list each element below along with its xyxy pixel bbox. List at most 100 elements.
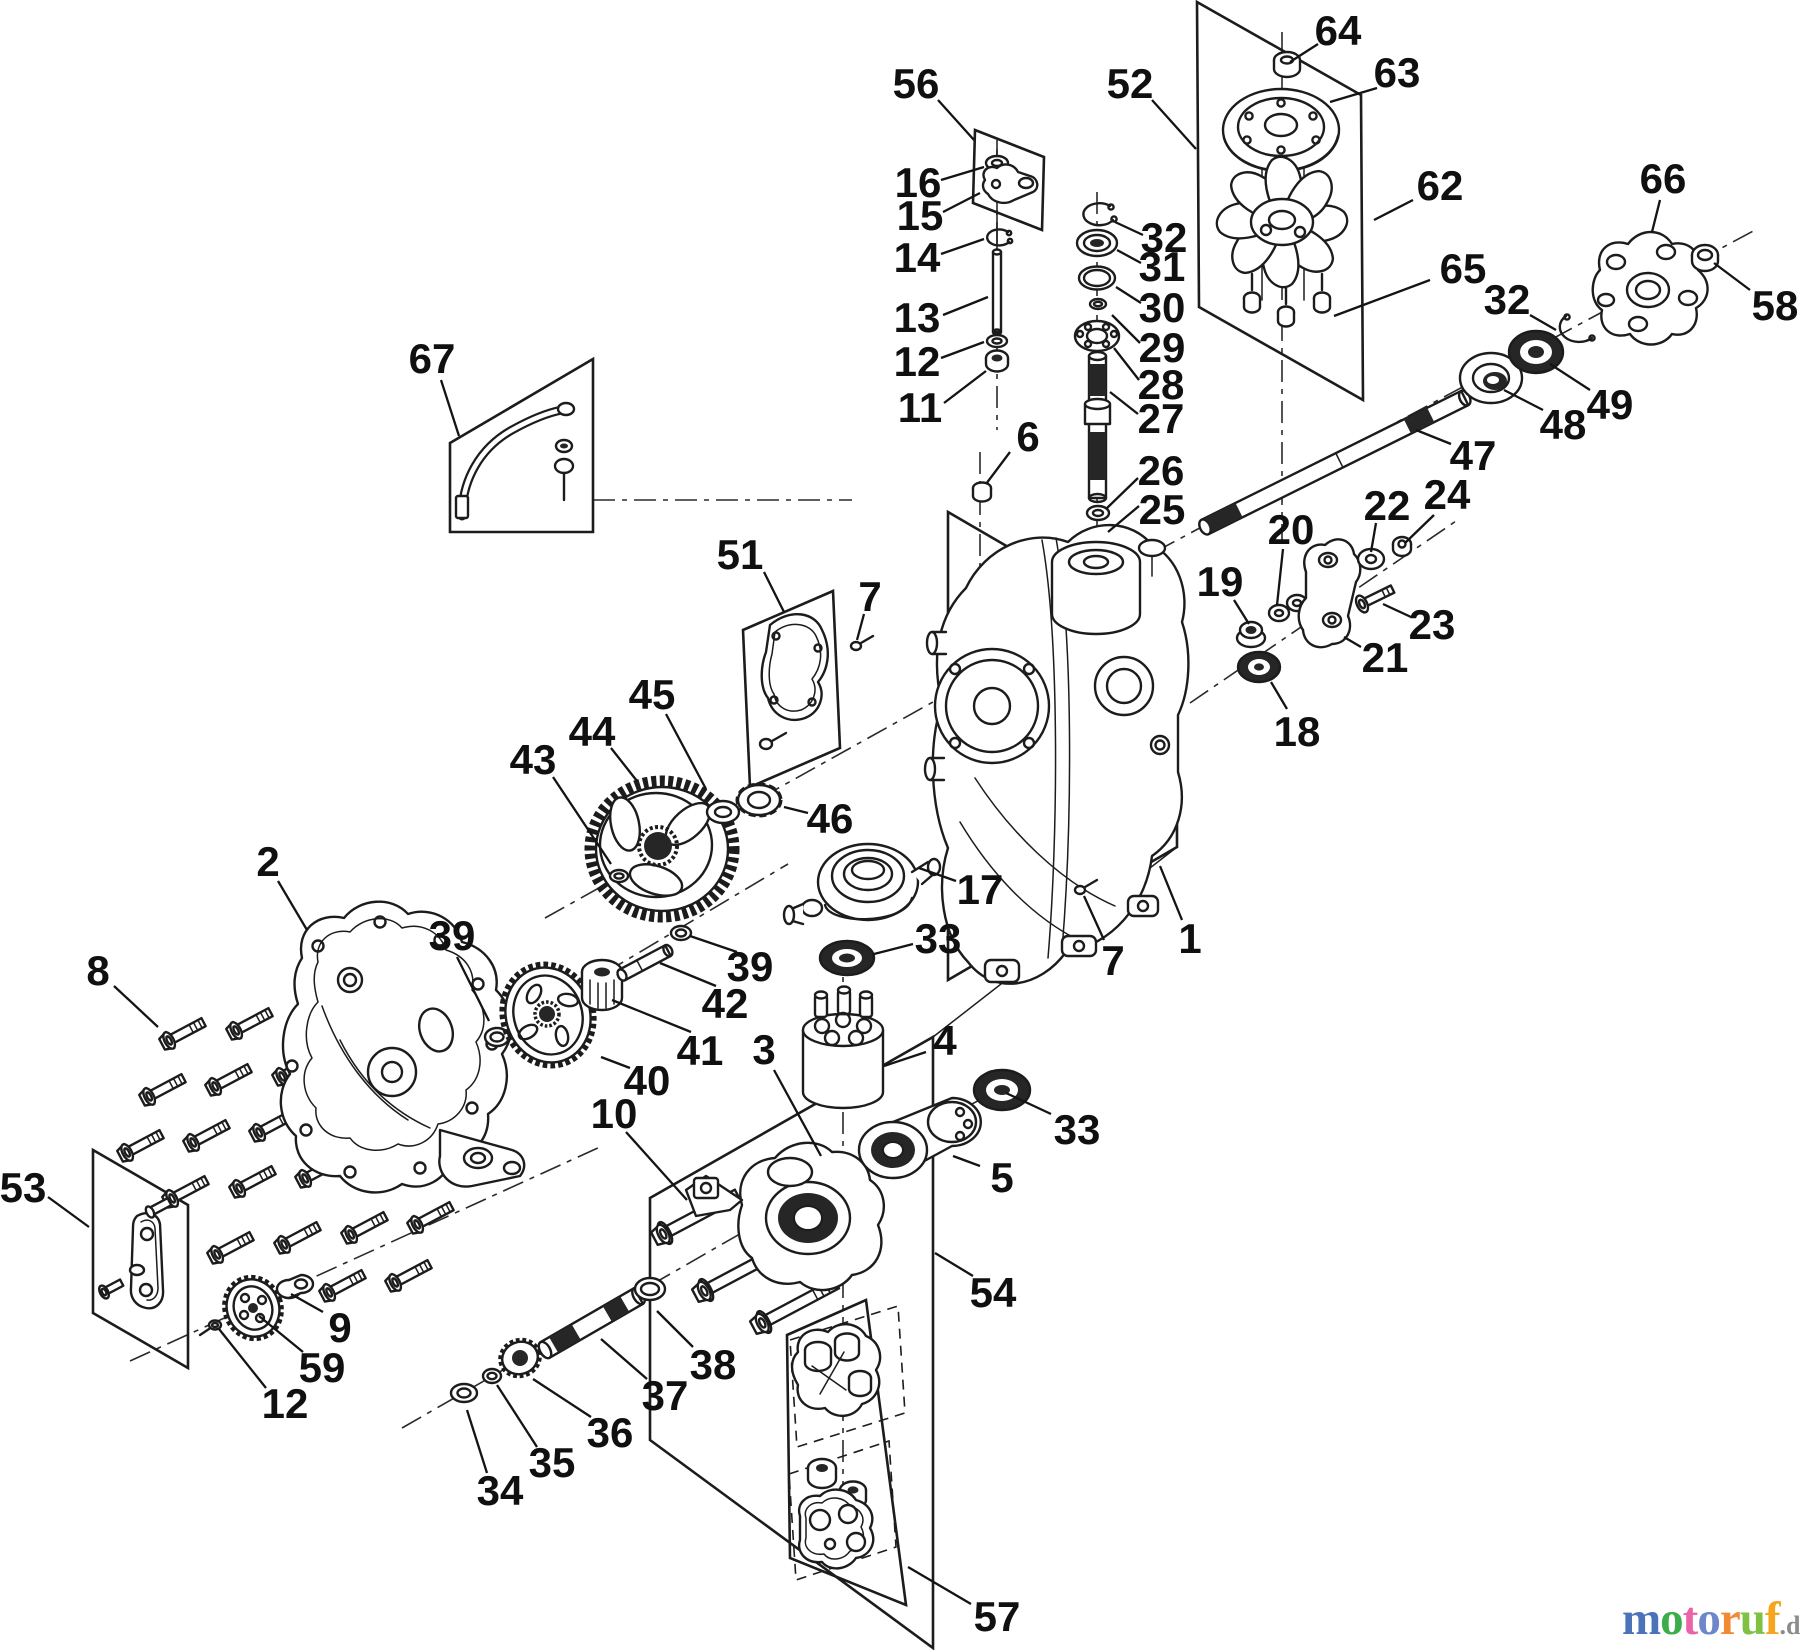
part-label-53: 53 xyxy=(0,1164,46,1211)
part-32-retaining-ring xyxy=(1082,202,1118,227)
leader-line-44 xyxy=(610,747,638,782)
logo-letter: o xyxy=(1697,1593,1720,1645)
part-12-washer xyxy=(985,333,1009,349)
part-33-seal xyxy=(972,1068,1032,1112)
motoruf-logo-suffix: .de xyxy=(1779,1611,1800,1640)
part-label-67: 67 xyxy=(409,335,456,382)
box-53-bypass-kit xyxy=(91,1147,190,1371)
part-label-21: 21 xyxy=(1362,634,1409,681)
part-label-39: 39 xyxy=(429,912,476,959)
part-32-retaining-ring xyxy=(1558,313,1596,344)
part-58-lug-nut xyxy=(1690,243,1720,273)
leader-line-26 xyxy=(1105,477,1139,510)
leader-line-25 xyxy=(1107,505,1140,533)
part-label-33: 33 xyxy=(915,915,962,962)
part-label-13: 13 xyxy=(894,294,941,341)
box-52-fan-kit xyxy=(1195,0,1365,403)
part-7-screw xyxy=(849,634,875,652)
part-label-8: 8 xyxy=(86,947,109,994)
leader-line-6 xyxy=(985,451,1011,485)
part-12-pin xyxy=(198,1319,223,1337)
part-label-4: 4 xyxy=(933,1017,957,1064)
part-8-bolt xyxy=(180,1115,233,1156)
leader-line-48 xyxy=(1503,388,1544,412)
leader-line-47 xyxy=(1415,428,1452,446)
part-label-51: 51 xyxy=(717,531,764,578)
part-label-38: 38 xyxy=(690,1341,737,1388)
leader-line-31 xyxy=(1116,248,1142,265)
leader-line-20 xyxy=(1275,548,1285,606)
gasket-screw xyxy=(758,731,788,751)
part-label-22: 22 xyxy=(1364,482,1411,529)
part-label-65: 65 xyxy=(1440,245,1487,292)
logo-letter: r xyxy=(1719,1593,1741,1645)
leader-line-24 xyxy=(1404,514,1435,544)
part-label-32: 32 xyxy=(1484,276,1531,323)
part-label-52: 52 xyxy=(1107,60,1154,107)
charge-pump-cover xyxy=(790,1323,882,1417)
part-label-14: 14 xyxy=(894,234,941,281)
part-30-ring xyxy=(1077,265,1117,291)
part-label-26: 26 xyxy=(1138,447,1185,494)
part-label-48: 48 xyxy=(1540,401,1587,448)
part-label-56: 56 xyxy=(893,60,940,107)
part-label-25: 25 xyxy=(1139,486,1186,533)
part-label-63: 63 xyxy=(1374,49,1421,96)
leader-line-62 xyxy=(1373,198,1414,222)
part-label-57: 57 xyxy=(974,1593,1021,1640)
part-label-66: 66 xyxy=(1640,155,1687,202)
leader-line-36 xyxy=(532,1378,592,1418)
part-label-19: 19 xyxy=(1197,558,1244,605)
leader-line-5 xyxy=(952,1154,981,1168)
part-label-62: 62 xyxy=(1417,162,1464,209)
part-13-rod xyxy=(991,248,1003,336)
leader-line-54 xyxy=(934,1252,974,1277)
box-56-bracket-kit xyxy=(971,128,1046,232)
part-29-ring xyxy=(1088,297,1108,311)
leader-line-45 xyxy=(664,713,708,790)
part-5-rotor-kit xyxy=(857,1096,982,1180)
part-1-housing xyxy=(849,523,1190,985)
leader-line-42 xyxy=(659,961,717,988)
part-2-cover xyxy=(279,900,526,1194)
housing-oil-tower xyxy=(1050,538,1167,636)
part-label-32: 32 xyxy=(1141,214,1188,261)
part-8-bolt xyxy=(226,1161,279,1202)
leader-line-34 xyxy=(465,1409,489,1474)
part-label-12: 12 xyxy=(262,1380,309,1427)
leader-line-19 xyxy=(1233,599,1250,625)
part-8-bolt xyxy=(136,1069,189,1110)
part-label-7: 7 xyxy=(1101,937,1124,984)
cover-and-idlers xyxy=(279,900,693,1194)
leader-line-56 xyxy=(937,99,975,141)
part-8-bolt xyxy=(223,1003,276,1044)
leader-line-14 xyxy=(940,237,985,256)
part-47-axle-shaft xyxy=(1198,389,1472,536)
part-label-15: 15 xyxy=(897,192,944,239)
port-plate xyxy=(797,1488,875,1570)
leader-line-46 xyxy=(783,805,809,815)
part-33-seal xyxy=(818,939,876,977)
part-38-seal-ring xyxy=(633,1276,667,1302)
part-label-24: 24 xyxy=(1424,471,1471,518)
leader-line-23 xyxy=(1382,602,1412,619)
leader-line-58 xyxy=(1713,262,1751,291)
part-34-washer xyxy=(449,1382,479,1404)
motoruf-logo[interactable]: motoruf.de xyxy=(1622,1592,1800,1645)
part-27-input-shaft xyxy=(1083,350,1112,504)
leader-line-13 xyxy=(942,295,989,317)
part-28-bearing xyxy=(1073,319,1121,353)
leader-line-49 xyxy=(1549,363,1591,391)
part-label-42: 42 xyxy=(702,980,749,1027)
part-label-44: 44 xyxy=(569,708,616,755)
part-label-49: 49 xyxy=(1587,381,1634,428)
part-42-idler-shaft xyxy=(616,943,674,982)
part-44-final-gear xyxy=(584,775,740,923)
leader-line-7 xyxy=(1082,895,1106,941)
part-59-sprocket xyxy=(222,1274,284,1342)
leader-line-8 xyxy=(113,985,159,1028)
leader-line-37 xyxy=(600,1338,648,1380)
part-37-pump-shaft xyxy=(537,1286,646,1360)
part-8-bolt xyxy=(404,1197,457,1238)
